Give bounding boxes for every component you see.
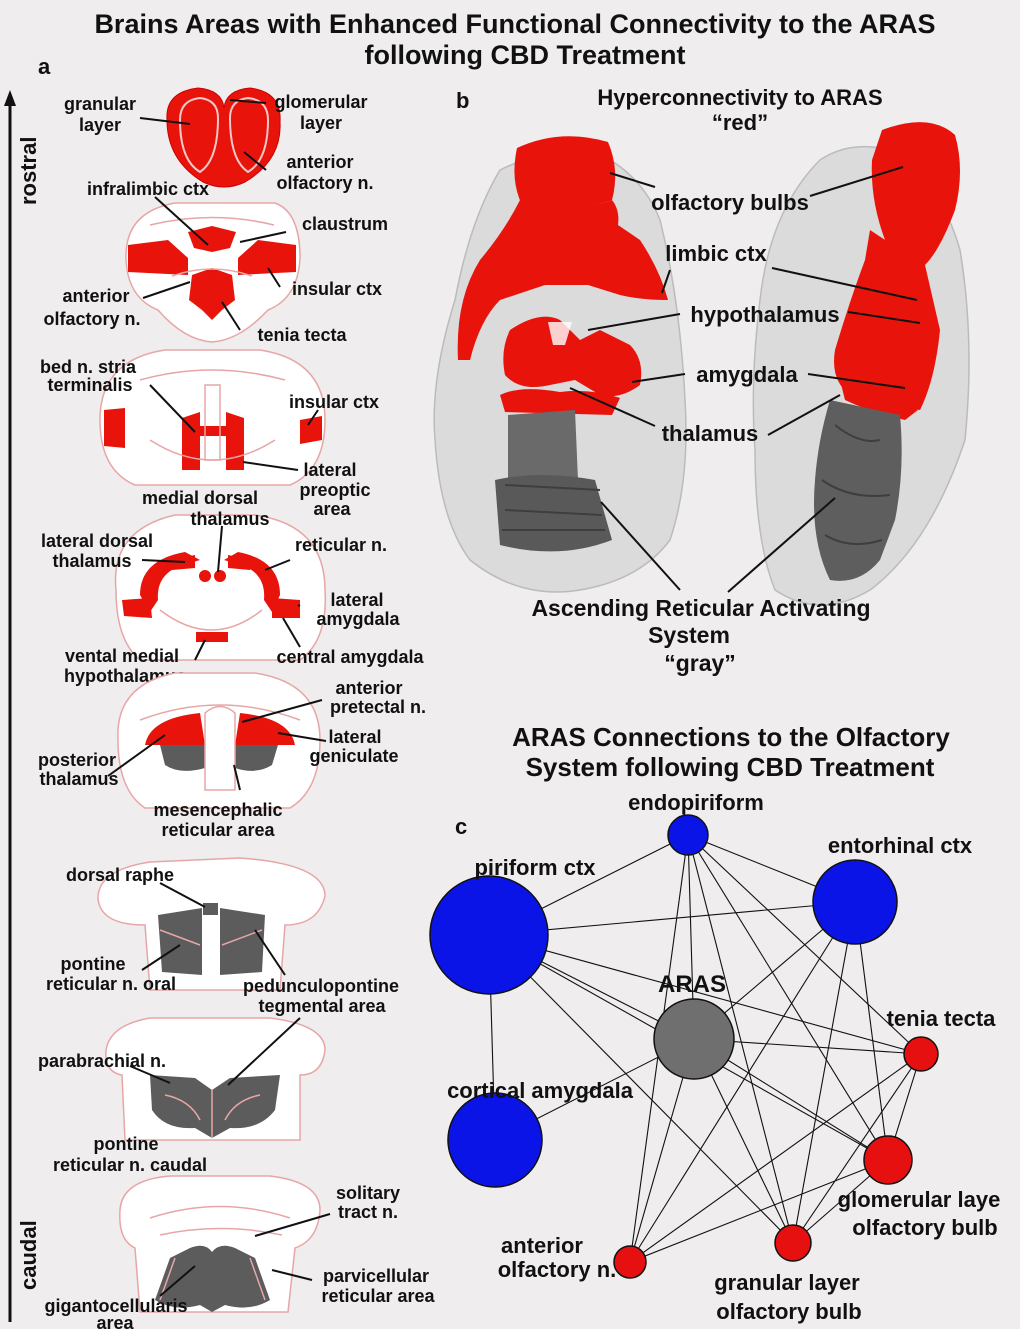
label-hypothalamus: hypothalamus [690, 302, 839, 327]
panel-b-title-2: “red” [712, 110, 768, 135]
label-pedunculopontine-2: tegmental area [258, 996, 386, 1016]
label-medial-dorsal: medial dorsal [142, 488, 258, 508]
label-anterior-pretectal: anterior [335, 678, 402, 698]
label-bed-n-stria-2: terminalis [47, 375, 132, 395]
label-ventral-medial: vental medial [65, 646, 179, 666]
label-lateral-amygdala: lateral [330, 590, 383, 610]
label-limbic-ctx: limbic ctx [665, 241, 767, 266]
label-lateral-preoptic-3: area [313, 499, 351, 519]
label-lateral-dorsal: lateral dorsal [41, 531, 153, 551]
label-amygdala: amygdala [696, 362, 798, 387]
figure-title-line2: following CBD Treatment [364, 40, 685, 70]
label-tenia-tecta: tenia tecta [257, 325, 347, 345]
node-piriform-ctx [430, 876, 548, 994]
label-central-amygdala: central amygdala [276, 647, 424, 667]
label-bed-n-stria: bed n. stria [40, 357, 137, 377]
label-olfactory-bulbs: olfactory bulbs [651, 190, 809, 215]
label-tenia-tecta-node: tenia tecta [887, 1006, 997, 1031]
node-aras [654, 999, 734, 1079]
label-thalamus: thalamus [662, 421, 759, 446]
label-aras-node: ARAS [658, 971, 726, 998]
label-glomerular-layer-node: glomerular laye [838, 1187, 1001, 1212]
label-anterior-olfactory-top: anterior [286, 152, 353, 172]
label-aras-line1: Ascending Reticular Activating [531, 595, 870, 621]
panel-b-letter: b [456, 88, 469, 113]
label-pontine-oral: pontine [61, 954, 126, 974]
slice-5-pretectal [118, 673, 320, 808]
label-lateral-geniculate: lateral [328, 727, 381, 747]
label-endopiriform: endopiriform [628, 790, 764, 815]
label-solitary-tract: solitary [336, 1183, 400, 1203]
label-claustrum: claustrum [302, 214, 388, 234]
panel-c-title-2: System following CBD Treatment [526, 752, 935, 782]
label-anterior-pretectal-2: pretectal n. [330, 697, 426, 717]
label-insular-ctx-2: insular ctx [289, 392, 379, 412]
label-anterior-olfactory-node: anterior [501, 1233, 583, 1258]
slice-8-medulla [120, 1176, 320, 1312]
label-reticular-n: reticular n. [295, 535, 387, 555]
label-lateral-preoptic: lateral [303, 460, 356, 480]
label-posterior-thalamus-2: thalamus [39, 769, 118, 789]
label-entorhinal-ctx: entorhinal ctx [828, 833, 973, 858]
panel-a-letter: a [38, 54, 51, 79]
label-anterior-olfactory-node-2: olfactory n. [498, 1257, 617, 1282]
label-solitary-tract-2: tract n. [338, 1202, 398, 1222]
label-insular-ctx-1: insular ctx [292, 279, 382, 299]
node-granular-layer [775, 1225, 811, 1261]
label-anterior-olfactory-2: anterior [62, 286, 129, 306]
figure-title-line1: Brains Areas with Enhanced Functional Co… [94, 9, 935, 39]
label-glomerular-layer-node-2: olfactory bulb [852, 1215, 997, 1240]
label-pontine-oral-2: reticular n. oral [46, 974, 176, 994]
label-granular-layer-node-2: olfactory bulb [716, 1299, 861, 1324]
label-mesencephalic-2: reticular area [161, 820, 275, 840]
label-dorsal-raphe: dorsal raphe [66, 865, 174, 885]
label-pedunculopontine: pedunculopontine [243, 976, 399, 996]
label-anterior-olfactory-top-2: olfactory n. [276, 173, 373, 193]
label-parvicellular-2: reticular area [321, 1286, 435, 1306]
node-cortical-amygdala [448, 1093, 542, 1187]
label-aras-line3: “gray” [664, 650, 736, 676]
node-entorhinal-ctx [813, 860, 897, 944]
label-gigantocellularis-2: area [96, 1313, 134, 1329]
label-glomerular-layer-2: layer [300, 113, 342, 133]
label-granular-layer-2: layer [79, 115, 121, 135]
label-lateral-preoptic-2: preoptic [299, 480, 370, 500]
label-anterior-olfactory-2b: olfactory n. [43, 309, 140, 329]
label-parvicellular: parvicellular [323, 1266, 429, 1286]
label-glomerular-layer: glomerular [274, 92, 367, 112]
label-lateral-dorsal-2: thalamus [52, 551, 131, 571]
panel-b-title: Hyperconnectivity to ARAS [597, 85, 882, 110]
label-granular-layer-node: granular layer [714, 1270, 860, 1295]
label-aras-line2: System [648, 622, 730, 648]
axis-label-rostral: rostral [16, 137, 41, 205]
node-tenia-tecta [904, 1037, 938, 1071]
axis-label-caudal: caudal [16, 1220, 41, 1290]
node-glomerular-layer [864, 1136, 912, 1184]
label-lateral-geniculate-2: geniculate [309, 746, 398, 766]
label-mesencephalic: mesencephalic [153, 800, 282, 820]
node-anterior-olfactory [614, 1246, 646, 1278]
label-lateral-amygdala-2: amygdala [316, 609, 400, 629]
slice-7-caudal-pons [106, 1018, 325, 1140]
label-piriform-ctx: piriform ctx [474, 855, 596, 880]
label-infralimbic-ctx: infralimbic ctx [87, 179, 209, 199]
panel-c-title: ARAS Connections to the Olfactory [512, 722, 950, 752]
label-medial-dorsal-2: thalamus [190, 509, 269, 529]
node-endopiriform [668, 815, 708, 855]
label-parabrachial: parabrachial n. [38, 1051, 166, 1071]
label-cortical-amygdala: cortical amygdala [447, 1078, 634, 1103]
panel-c-letter: c [455, 814, 467, 839]
label-granular-layer: granular [64, 94, 136, 114]
label-pontine-caudal: pontine [94, 1134, 159, 1154]
label-pontine-caudal-2: reticular n. caudal [53, 1155, 207, 1175]
label-posterior-thalamus: posterior [38, 750, 116, 770]
